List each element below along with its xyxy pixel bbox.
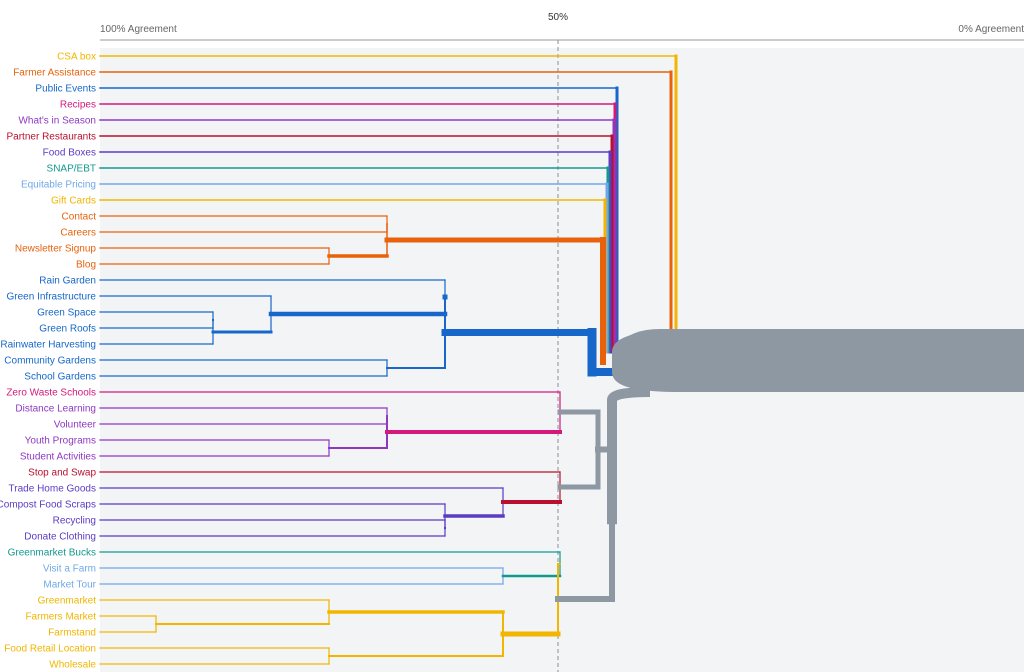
leaf-label: Farmers Market bbox=[25, 612, 96, 623]
leaf-label: Student Activities bbox=[20, 452, 96, 463]
dendrogram-links bbox=[99, 54, 1024, 665]
leaf-label: What's in Season bbox=[18, 116, 96, 127]
leaf-label: Food Retail Location bbox=[4, 644, 96, 655]
leaf-label: Donate Clothing bbox=[24, 532, 96, 543]
leaf-label: Equitable Pricing bbox=[21, 180, 96, 191]
leaf-label: Green Space bbox=[37, 308, 96, 319]
leaf-label: Food Boxes bbox=[43, 148, 96, 159]
leaf-label: Farmstand bbox=[48, 628, 96, 639]
leaf-label: School Gardens bbox=[24, 372, 96, 383]
leaf-label: Blog bbox=[76, 260, 96, 271]
leaf-label: Green Infrastructure bbox=[7, 292, 97, 303]
leaf-label: Public Events bbox=[35, 84, 96, 95]
leaf-label: SNAP/EBT bbox=[47, 164, 96, 175]
axis-left-label: 100% Agreement bbox=[100, 24, 177, 35]
leaf-label: Community Gardens bbox=[4, 356, 96, 367]
axis-right-label: 0% Agreement bbox=[958, 24, 1024, 35]
leaf-label: Farmer Assistance bbox=[13, 68, 96, 79]
leaf-label: Rainwater Harvesting bbox=[0, 340, 96, 351]
leaf-label: Market Tour bbox=[43, 580, 96, 591]
leaf-label: Green Roofs bbox=[39, 324, 96, 335]
leaf-label: Recipes bbox=[60, 100, 96, 111]
leaf-label: Careers bbox=[60, 228, 96, 239]
leaf-label: Wholesale bbox=[49, 660, 96, 671]
leaf-label: Visit a Farm bbox=[43, 564, 96, 575]
leaf-label: Gift Cards bbox=[51, 196, 96, 207]
leaf-label: Greenmarket Bucks bbox=[8, 548, 96, 559]
leaf-label: Greenmarket bbox=[38, 596, 97, 607]
leaf-label: Rain Garden bbox=[39, 276, 96, 287]
axis-middle-label: 50% bbox=[548, 12, 568, 23]
leaf-label: Volunteer bbox=[54, 420, 97, 431]
leaf-label: CSA box bbox=[57, 52, 96, 63]
leaf-label: Youth Programs bbox=[25, 436, 96, 447]
root-trunk bbox=[612, 330, 1024, 392]
leaf-label: Contact bbox=[62, 212, 97, 223]
leaf-label: Trade Home Goods bbox=[9, 484, 96, 495]
leaf-label: Compost Food Scraps bbox=[0, 500, 96, 511]
leaf-label: Recycling bbox=[53, 516, 96, 527]
leaf-label: Distance Learning bbox=[15, 404, 96, 415]
leaf-label: Partner Restaurants bbox=[7, 132, 97, 143]
leaf-label: Newsletter Signup bbox=[15, 244, 97, 255]
leaf-label: Zero Waste Schools bbox=[6, 388, 96, 399]
leaf-label: Stop and Swap bbox=[28, 468, 96, 479]
link-trunk-rise bbox=[607, 387, 651, 525]
